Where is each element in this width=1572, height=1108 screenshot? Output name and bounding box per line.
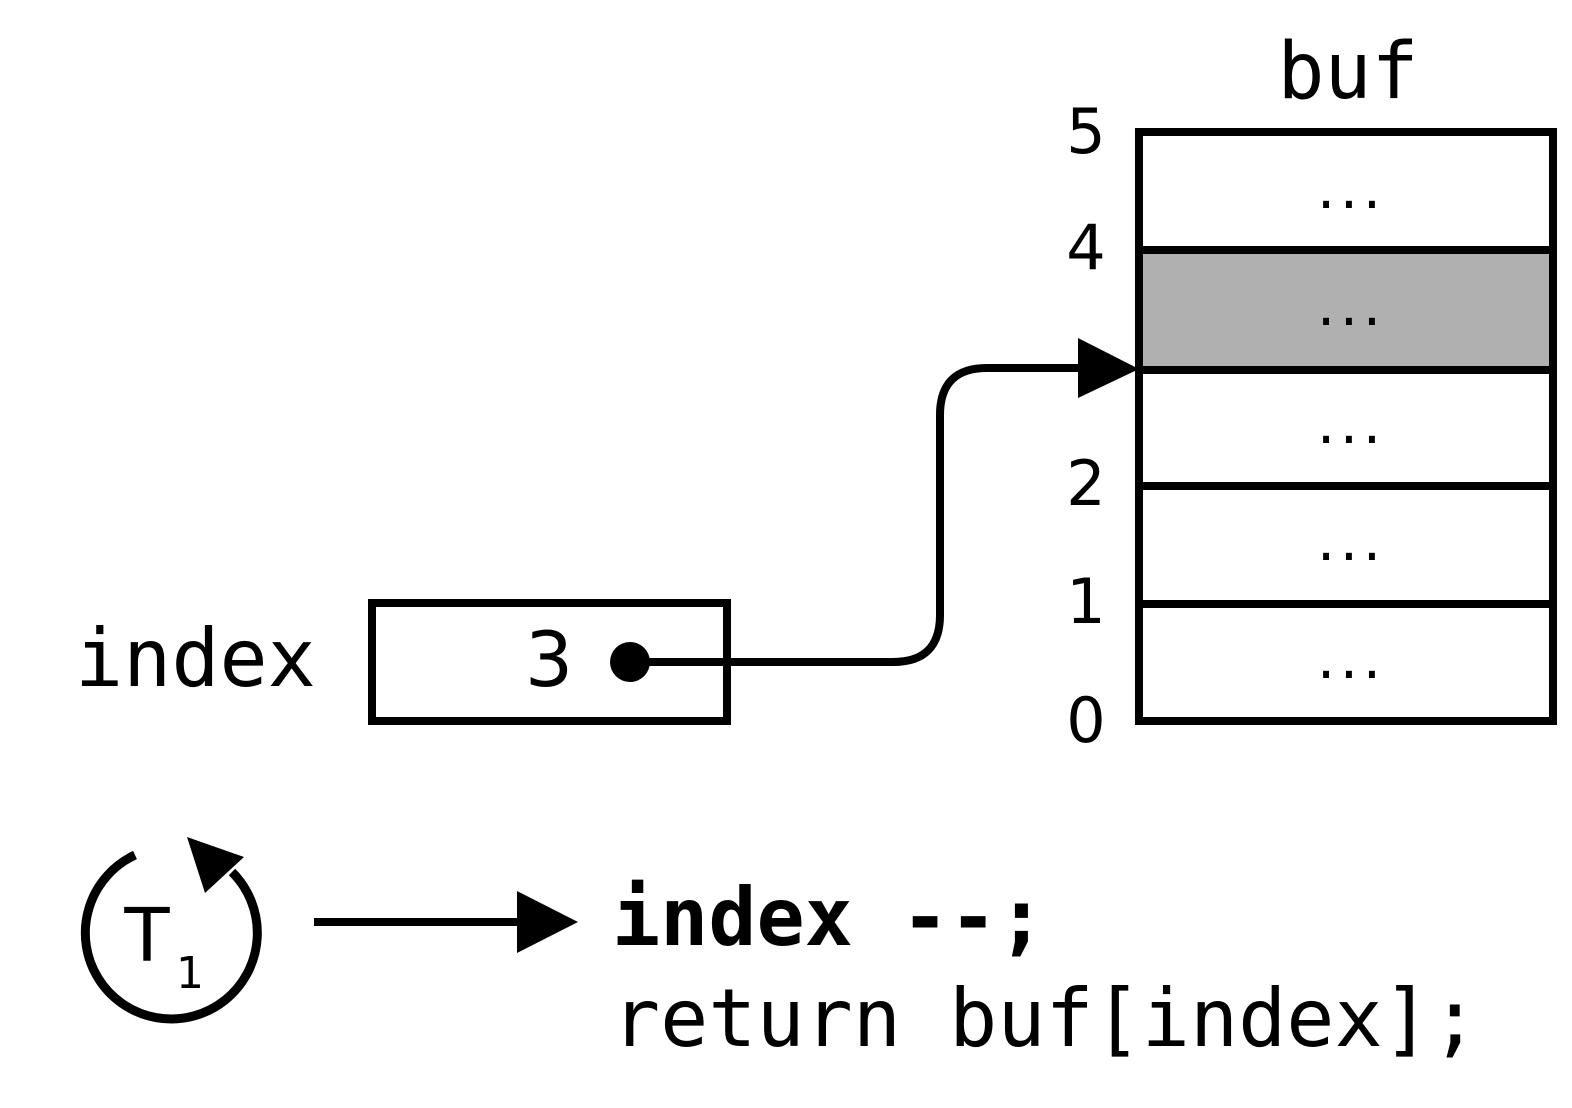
pointer-arrowhead [1078,338,1139,398]
buffer-index-label-4: 4 [1066,211,1105,284]
thread-arrowhead [517,891,578,953]
index-label: index [75,612,316,705]
buffer-cell-2: ... [1312,399,1381,455]
buffer-index-label-1: 1 [1066,565,1105,638]
buffer-index-label-5: 5 [1066,95,1105,168]
buffer-cell-0: ... [1312,634,1381,690]
buffer-index-label-0: 0 [1066,684,1105,757]
buffer-index-label-2: 2 [1066,447,1105,520]
thread-cycle-icon [80,837,262,1024]
buffer-slot-highlight [1139,250,1553,370]
thread-subscript: 1 [176,948,204,999]
buffer-cell-1: ... [1312,516,1381,572]
buffer-array [1135,128,1557,725]
buffer-title: buf [1278,27,1419,117]
code-line-2: return buf[index]; [612,972,1479,1065]
index-value: 3 [525,615,573,704]
code-line-1: index --; [612,871,1045,964]
pointer-arrow-line [630,364,1085,666]
buffer-cell-4: ... [1312,281,1381,337]
buffer-cell-5: ... [1312,164,1381,220]
thread-label: T [123,893,170,979]
